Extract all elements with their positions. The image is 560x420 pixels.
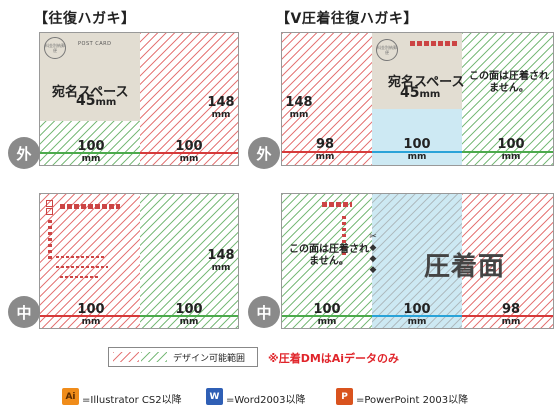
address-dots	[342, 216, 346, 256]
postal-code-boxes	[322, 202, 352, 207]
design-area-green	[140, 194, 238, 328]
illustrator-icon: Ai	[62, 388, 79, 405]
width-line-red	[140, 152, 238, 154]
inner-side-badge: 中	[8, 296, 40, 328]
postage-stamp-mark: 料金別納郵便	[376, 39, 398, 61]
postage-stamp-mark: 料金別納郵便	[44, 37, 66, 59]
fold-mark-icon: ◆	[369, 254, 377, 264]
illustrator-label: =Illustrator CS2以降	[82, 395, 182, 406]
cut-marks: ✂ ◆ ◆ ◆	[368, 232, 378, 276]
address-dots	[48, 220, 52, 260]
outer-side-badge: 外	[248, 137, 280, 169]
width-line-green	[140, 315, 238, 317]
powerpoint-label: =PowerPoint 2003以降	[356, 395, 469, 406]
legend-swatch-red	[113, 352, 139, 362]
inner-side-badge: 中	[248, 296, 280, 328]
address-width: 45mm	[400, 85, 441, 101]
address-dots	[60, 276, 100, 278]
width-line-green	[40, 152, 140, 154]
postal-box	[46, 208, 53, 215]
width-line-red	[282, 151, 372, 153]
outer-side-badge: 外	[8, 137, 40, 169]
legend: デザイン可能範囲	[108, 347, 258, 367]
postal-code-boxes	[60, 204, 120, 209]
address-width: 45mm	[76, 93, 117, 109]
design-area-red	[282, 33, 372, 165]
word-icon: W	[206, 388, 223, 405]
legend-swatch-green	[141, 352, 167, 362]
powerpoint-icon: P	[336, 388, 353, 405]
pressure-face-label: 圧着面	[424, 252, 506, 282]
width-line-blue	[372, 315, 462, 317]
address-space-label: 宛名スペース	[52, 85, 129, 100]
width-line-blue	[372, 151, 462, 153]
design-area-red	[40, 194, 140, 328]
fold-mark-icon: ◆	[369, 243, 377, 253]
address-space-label: 宛名スペース	[388, 75, 465, 90]
design-area-green	[462, 33, 553, 165]
scissors-icon: ✂	[369, 232, 377, 242]
postal-box	[46, 200, 53, 207]
address-dots	[56, 256, 104, 258]
right-title: 【V圧着往復ハガキ】	[276, 11, 418, 27]
postcard-label: POST CARD	[78, 41, 112, 47]
width-line-red	[40, 315, 140, 317]
ai-only-warning: ※圧着DMはAiデータのみ	[268, 352, 400, 365]
not-pressable-note: この面は圧着されません。	[289, 244, 369, 267]
left-title: 【往復ハガキ】	[34, 11, 136, 27]
fold-mark-icon: ◆	[369, 265, 377, 275]
width-line-green	[462, 151, 553, 153]
pressure-area-blue	[372, 109, 462, 165]
address-dots	[56, 266, 108, 268]
width-line-red	[462, 315, 553, 317]
pressure-hatch	[372, 194, 462, 328]
word-label: =Word2003以降	[226, 395, 306, 406]
design-area-green	[282, 194, 372, 328]
not-pressable-note: この面は圧着されません。	[469, 71, 549, 94]
postal-code-boxes	[410, 41, 458, 46]
width-line-green	[282, 315, 372, 317]
design-area-red	[462, 194, 553, 328]
design-area-red	[140, 33, 238, 165]
legend-label: デザイン可能範囲	[173, 354, 246, 364]
